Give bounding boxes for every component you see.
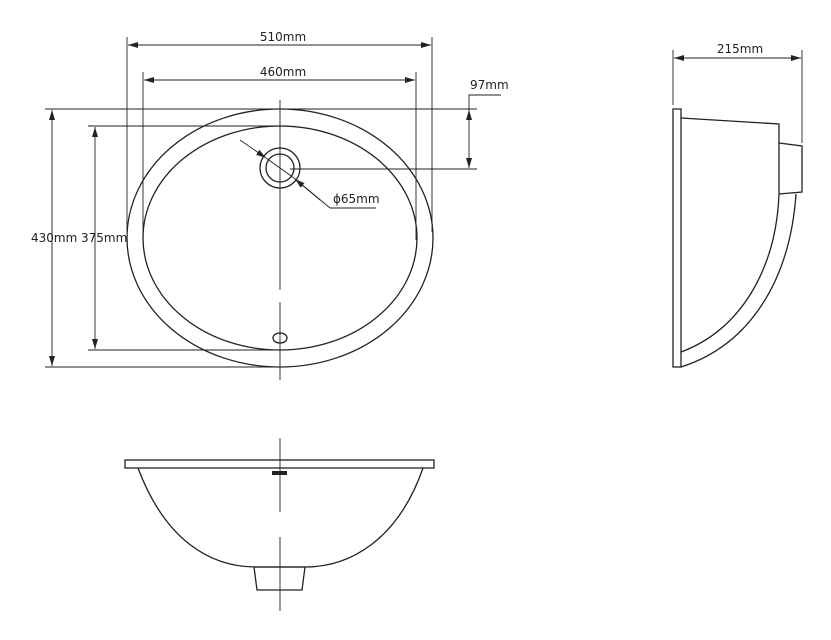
front-view xyxy=(124,438,435,611)
top-view: 510mm 460mm 97mm 430mm 375mm ϕ65mm xyxy=(31,30,509,380)
front-outlet xyxy=(253,566,306,591)
dim-430-label: 430mm xyxy=(31,231,77,245)
side-bowl-top xyxy=(680,117,780,194)
dim-65-label: ϕ65mm xyxy=(333,192,380,206)
dim-460-label: 460mm xyxy=(260,65,306,79)
side-flange xyxy=(672,108,682,368)
front-flange xyxy=(124,459,435,469)
overflow-slot xyxy=(272,471,287,475)
dim-97-label: 97mm xyxy=(470,78,509,92)
side-bowl-inner xyxy=(680,193,780,353)
side-bowl-outer xyxy=(680,193,797,368)
front-bowl xyxy=(137,467,424,568)
leader-line xyxy=(468,94,501,110)
dim-215-label: 215mm xyxy=(717,42,763,56)
dim-375-label: 375mm xyxy=(81,231,127,245)
arrow-65 xyxy=(294,178,321,201)
side-view: 215mm xyxy=(672,42,803,368)
dim-510-label: 510mm xyxy=(260,30,306,44)
side-outlet xyxy=(778,142,803,195)
dimension-line-65 xyxy=(265,157,295,179)
dimension-line-65 xyxy=(239,139,267,159)
